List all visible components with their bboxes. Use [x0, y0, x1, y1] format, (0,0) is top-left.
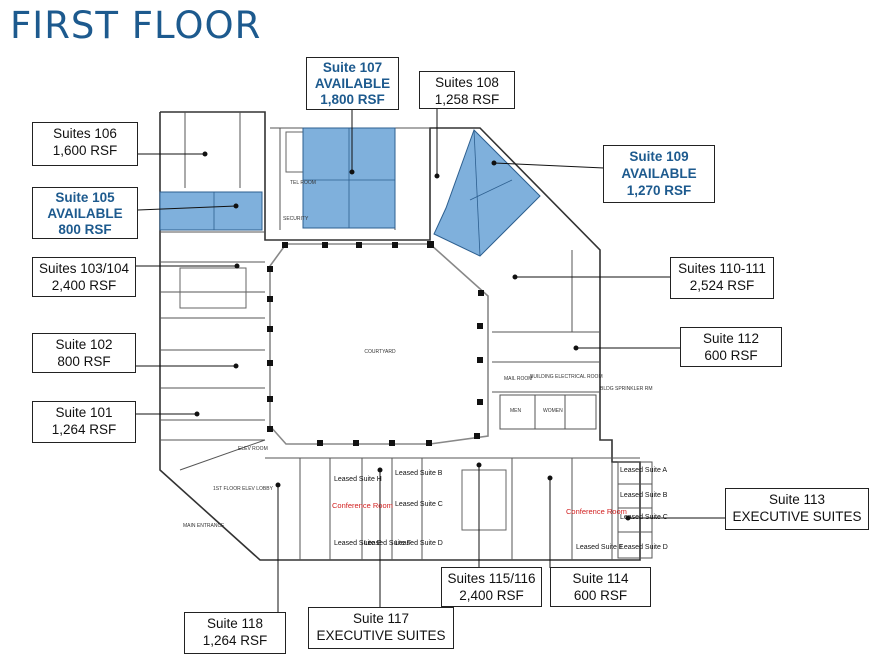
suite-113-name: Suite 113 — [768, 492, 826, 507]
suite-107-name: Suite 107 — [322, 60, 383, 75]
callout-suite-102: Suite 102 800 RSF — [32, 333, 136, 373]
conference-room-label-113: Conference Room — [566, 507, 627, 516]
elev-lobby-label: 1ST FLOOR ELEV LOBBY — [213, 486, 274, 492]
men-label: MEN — [510, 408, 522, 414]
suite-110-111-name: Suites 110-111 — [678, 261, 766, 276]
leased-suite-c-113: Leased Suite C — [620, 514, 668, 521]
mail-room-label: MAIL ROOM — [504, 376, 532, 382]
suite-108-size: 1,258 RSF — [434, 92, 500, 107]
leased-suite-d-117: Leased Suite D — [395, 540, 443, 547]
plan-labels: COURTYARD TEL ROOM SECURITY MAIL ROOM BU… — [183, 180, 653, 529]
security-label: SECURITY — [283, 216, 309, 222]
suite-105-size: 800 RSF — [58, 222, 112, 237]
callout-suite-117: Suite 117 EXECUTIVE SUITES — [308, 607, 454, 649]
suite-112-size: 600 RSF — [704, 348, 758, 363]
conference-room-label-117: Conference Room — [332, 501, 393, 510]
courtyard-label: COURTYARD — [364, 349, 396, 355]
leased-labels: Leased Suite H Leased Suite B Leased Sui… — [334, 467, 668, 551]
conference-labels: Conference Room Conference Room — [332, 501, 627, 516]
leased-suite-e-117: Leased Suite E — [334, 540, 382, 547]
suite-101-size: 1,264 RSF — [51, 422, 117, 437]
elev-room-label: ELEV ROOM — [238, 446, 268, 452]
women-label: WOMEN — [543, 408, 563, 414]
suite-113-type: EXECUTIVE SUITES — [732, 509, 862, 524]
suite-110-111-size: 2,524 RSF — [689, 278, 755, 293]
page-title: FIRST FLOOR — [10, 4, 262, 47]
callout-suite-107: Suite 107 AVAILABLE 1,800 RSF — [306, 57, 399, 110]
callout-suite-115-116: Suites 115/116 2,400 RSF — [441, 567, 542, 607]
leased-suite-e-113: Leased Suite E — [576, 544, 624, 551]
leased-suite-d-113: Leased Suite D — [620, 544, 668, 551]
leader-lines — [136, 108, 726, 612]
suite-105-name: Suite 105 — [55, 190, 115, 205]
suite-103-104-name: Suites 103/104 — [38, 261, 130, 276]
suite-105-status: AVAILABLE — [47, 206, 123, 221]
callout-suite-113: Suite 113 EXECUTIVE SUITES — [725, 488, 869, 530]
building-outline — [159, 111, 653, 561]
suite-105-area — [159, 191, 263, 231]
leased-suite-b-117: Leased Suite B — [395, 470, 443, 477]
suite-115-116-size: 2,400 RSF — [459, 588, 524, 603]
suite-102-size: 800 RSF — [57, 354, 111, 369]
suite-102-name: Suite 102 — [55, 337, 113, 352]
suite-108-name: Suites 108 — [435, 75, 499, 90]
callout-suite-109: Suite 109 AVAILABLE 1,270 RSF — [603, 145, 715, 203]
suite-107-size: 1,800 RSF — [320, 92, 385, 107]
suite-118-name: Suite 118 — [206, 616, 264, 631]
suite-106-name: Suites 106 — [53, 126, 117, 141]
suite-117-type: EXECUTIVE SUITES — [316, 628, 446, 643]
suite-109-name: Suite 109 — [629, 149, 689, 164]
suite-103-104-size: 2,400 RSF — [51, 278, 117, 293]
suite-118-size: 1,264 RSF — [202, 633, 268, 648]
suite-107-status: AVAILABLE — [314, 76, 391, 91]
suite-109-area — [433, 129, 541, 257]
bldg-sprinkler-label: BLDG SPRINKLER RM — [600, 386, 653, 392]
suite-117-name: Suite 117 — [352, 611, 410, 626]
callout-suite-114: Suite 114 600 RSF — [550, 567, 651, 607]
suite-106-size: 1,600 RSF — [52, 143, 118, 158]
leased-suite-h-117: Leased Suite H — [334, 476, 382, 483]
leased-suite-a-113: Leased Suite A — [620, 467, 667, 474]
available-suites — [159, 127, 541, 257]
callout-suite-103-104: Suites 103/104 2,400 RSF — [32, 257, 136, 297]
suite-114-name: Suite 114 — [572, 571, 629, 586]
tel-room-label: TEL ROOM — [290, 180, 316, 186]
callout-suite-112: Suite 112 600 RSF — [680, 327, 782, 367]
suite-114-size: 600 RSF — [573, 588, 628, 603]
suite-109-status: AVAILABLE — [621, 166, 697, 181]
suite-101-name: Suite 101 — [55, 405, 113, 420]
callout-suite-110-111: Suites 110-111 2,524 RSF — [670, 257, 774, 299]
leased-suite-b-113: Leased Suite B — [620, 492, 668, 499]
callout-suite-101: Suite 101 1,264 RSF — [32, 401, 136, 443]
suite-115-116-name: Suites 115/116 — [447, 571, 536, 586]
building-electrical-label: BUILDING ELECTRICAL ROOM — [530, 374, 603, 380]
main-entrance-label: MAIN ENTRANCE — [183, 523, 225, 529]
leased-suite-c-117: Leased Suite C — [395, 501, 443, 508]
leased-suite-f-117: Leased Suite F — [364, 540, 411, 547]
callout-suite-108: Suites 108 1,258 RSF — [419, 71, 515, 109]
suite-109-size: 1,270 RSF — [626, 183, 692, 198]
columns — [267, 241, 484, 446]
callout-suite-118: Suite 118 1,264 RSF — [184, 612, 286, 654]
suite-112-name: Suite 112 — [702, 331, 760, 346]
callout-suite-105: Suite 105 AVAILABLE 800 RSF — [32, 187, 138, 239]
callout-suite-106: Suites 106 1,600 RSF — [32, 122, 138, 166]
